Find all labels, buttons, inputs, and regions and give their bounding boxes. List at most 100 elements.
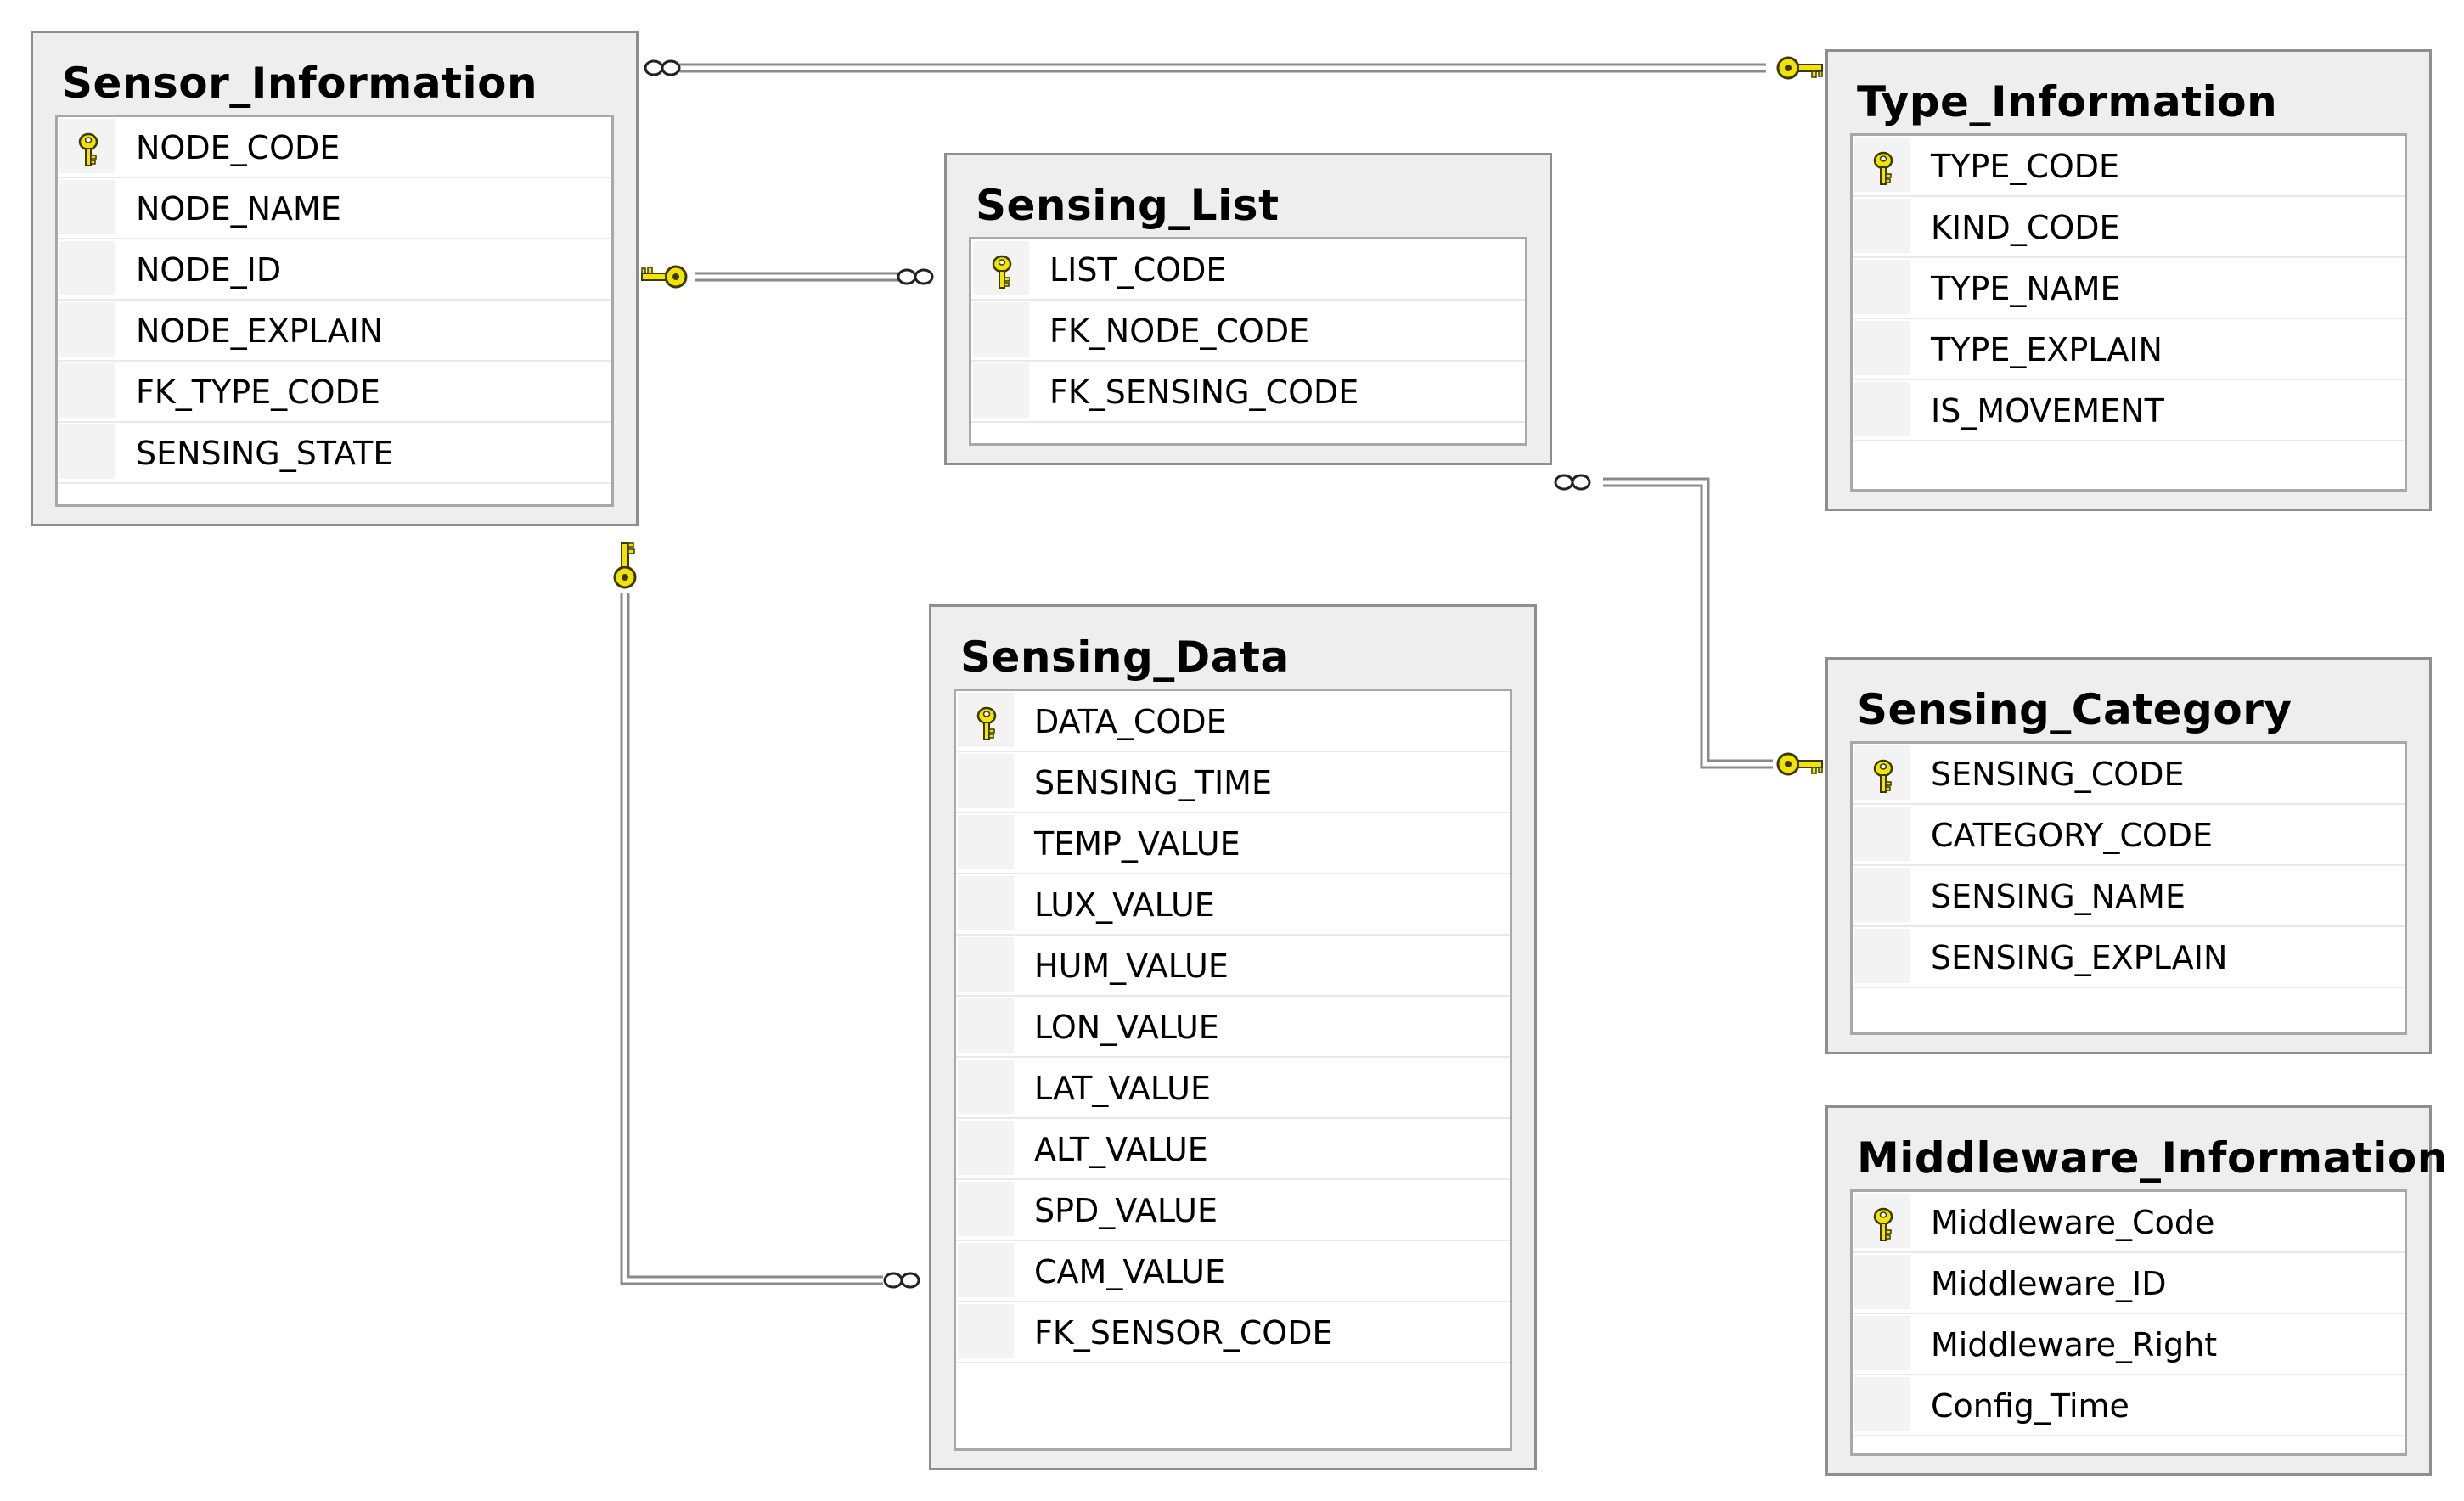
column-row[interactable]: NODE_NAME [58, 178, 611, 239]
column-row[interactable]: LIST_CODE [971, 239, 1525, 301]
relationship-line-type-sensor[interactable] [644, 56, 1823, 80]
row-selector[interactable] [958, 815, 1015, 869]
row-selector[interactable] [59, 424, 117, 479]
row-selector[interactable] [958, 1121, 1015, 1175]
row-selector[interactable] [1854, 1255, 1912, 1309]
row-selector[interactable] [958, 1243, 1015, 1297]
table-title: Sensor_Information [62, 59, 538, 108]
row-selector[interactable] [958, 998, 1015, 1053]
row-selector[interactable] [59, 363, 117, 418]
row-selector[interactable] [973, 302, 1031, 357]
column-row[interactable]: TYPE_EXPLAIN [1853, 319, 2405, 380]
column-row[interactable]: SENSING_NAME [1853, 866, 2405, 927]
column-name: NODE_NAME [136, 190, 341, 228]
row-selector[interactable] [59, 241, 117, 295]
row-selector[interactable] [1854, 745, 1912, 800]
many-end-icon [644, 59, 681, 76]
column-row[interactable]: NODE_CODE [58, 117, 611, 178]
primary-key-icon [992, 255, 1012, 289]
primary-key-icon [1873, 759, 1893, 793]
primary-key-icon [78, 132, 98, 166]
column-row[interactable]: HUM_VALUE [956, 936, 1510, 997]
column-row[interactable]: Middleware_Right [1853, 1314, 2405, 1375]
row-selector[interactable] [1854, 138, 1912, 192]
column-row[interactable]: FK_SENSING_CODE [971, 362, 1525, 423]
row-selector[interactable] [958, 754, 1015, 808]
column-name: SENSING_CODE [1931, 756, 2185, 793]
column-grid: LIST_CODE FK_NODE_CODE FK_SENSING_CODE [969, 237, 1527, 446]
column-name: LIST_CODE [1049, 251, 1227, 289]
column-name: KIND_CODE [1931, 209, 2120, 246]
column-row[interactable]: SENSING_STATE [58, 423, 611, 484]
column-row[interactable]: Middleware_ID [1853, 1253, 2405, 1314]
column-row[interactable]: TEMP_VALUE [956, 813, 1510, 874]
column-name: Config_Time [1931, 1387, 2129, 1425]
column-row[interactable]: KIND_CODE [1853, 197, 2405, 258]
row-selector[interactable] [59, 180, 117, 234]
column-row[interactable]: SENSING_EXPLAIN [1853, 927, 2405, 988]
primary-key-icon [1873, 1207, 1893, 1241]
column-row[interactable]: FK_NODE_CODE [971, 301, 1525, 362]
column-row[interactable]: SENSING_TIME [956, 752, 1510, 813]
row-selector[interactable] [958, 1304, 1015, 1358]
column-row[interactable]: LAT_VALUE [956, 1058, 1510, 1119]
row-selector[interactable] [1854, 382, 1912, 436]
row-selector[interactable] [1854, 929, 1912, 983]
row-selector[interactable] [1854, 807, 1912, 861]
column-name: DATA_CODE [1034, 703, 1227, 740]
row-selector[interactable] [59, 119, 117, 173]
row-selector[interactable] [973, 363, 1031, 418]
row-selector[interactable] [958, 693, 1015, 747]
row-selector[interactable] [1854, 321, 1912, 375]
row-selector[interactable] [958, 1060, 1015, 1114]
one-end-key-icon [641, 265, 688, 289]
column-row[interactable]: CATEGORY_CODE [1853, 805, 2405, 866]
relationship-line-sensor-list[interactable] [641, 265, 934, 289]
column-row[interactable]: NODE_ID [58, 239, 611, 301]
table-title: Sensing_Data [960, 632, 1290, 682]
row-selector[interactable] [1854, 1194, 1912, 1248]
column-name: CAM_VALUE [1034, 1253, 1225, 1290]
column-name: IS_MOVEMENT [1931, 392, 2164, 430]
column-row[interactable]: FK_TYPE_CODE [58, 362, 611, 423]
row-selector[interactable] [958, 937, 1015, 992]
relationship-line-sensor-data[interactable] [613, 542, 920, 1289]
column-row[interactable]: LON_VALUE [956, 997, 1510, 1058]
column-name: ALT_VALUE [1034, 1131, 1208, 1168]
column-name: Middleware_Code [1931, 1204, 2215, 1241]
column-name: FK_SENSING_CODE [1049, 374, 1359, 411]
row-selector[interactable] [59, 302, 117, 357]
column-row[interactable]: CAM_VALUE [956, 1241, 1510, 1302]
column-row[interactable]: SPD_VALUE [956, 1180, 1510, 1241]
row-selector[interactable] [958, 876, 1015, 930]
column-row[interactable]: SENSING_CODE [1853, 744, 2405, 805]
row-selector[interactable] [958, 1182, 1015, 1236]
column-row[interactable]: ALT_VALUE [956, 1119, 1510, 1180]
column-row[interactable]: IS_MOVEMENT [1853, 380, 2405, 441]
column-row[interactable]: LUX_VALUE [956, 874, 1510, 936]
column-row[interactable]: TYPE_CODE [1853, 136, 2405, 197]
column-name: CATEGORY_CODE [1931, 817, 2214, 854]
column-row[interactable]: FK_SENSOR_CODE [956, 1302, 1510, 1363]
row-selector[interactable] [1854, 260, 1912, 314]
row-selector[interactable] [1854, 868, 1912, 922]
column-name: TYPE_NAME [1931, 270, 2121, 307]
column-name: SENSING_EXPLAIN [1931, 939, 2228, 976]
column-row[interactable]: TYPE_NAME [1853, 258, 2405, 319]
row-selector[interactable] [1854, 1377, 1912, 1431]
column-row[interactable]: Config_Time [1853, 1375, 2405, 1436]
column-row[interactable]: Middleware_Code [1853, 1192, 2405, 1253]
row-selector[interactable] [1854, 199, 1912, 253]
relationship-line-category-list[interactable] [1554, 474, 1823, 776]
table-title: Type_Information [1857, 77, 2278, 126]
column-row[interactable]: NODE_EXPLAIN [58, 301, 611, 362]
row-selector[interactable] [1854, 1316, 1912, 1370]
column-row[interactable]: DATA_CODE [956, 691, 1510, 752]
row-selector[interactable] [973, 241, 1031, 295]
